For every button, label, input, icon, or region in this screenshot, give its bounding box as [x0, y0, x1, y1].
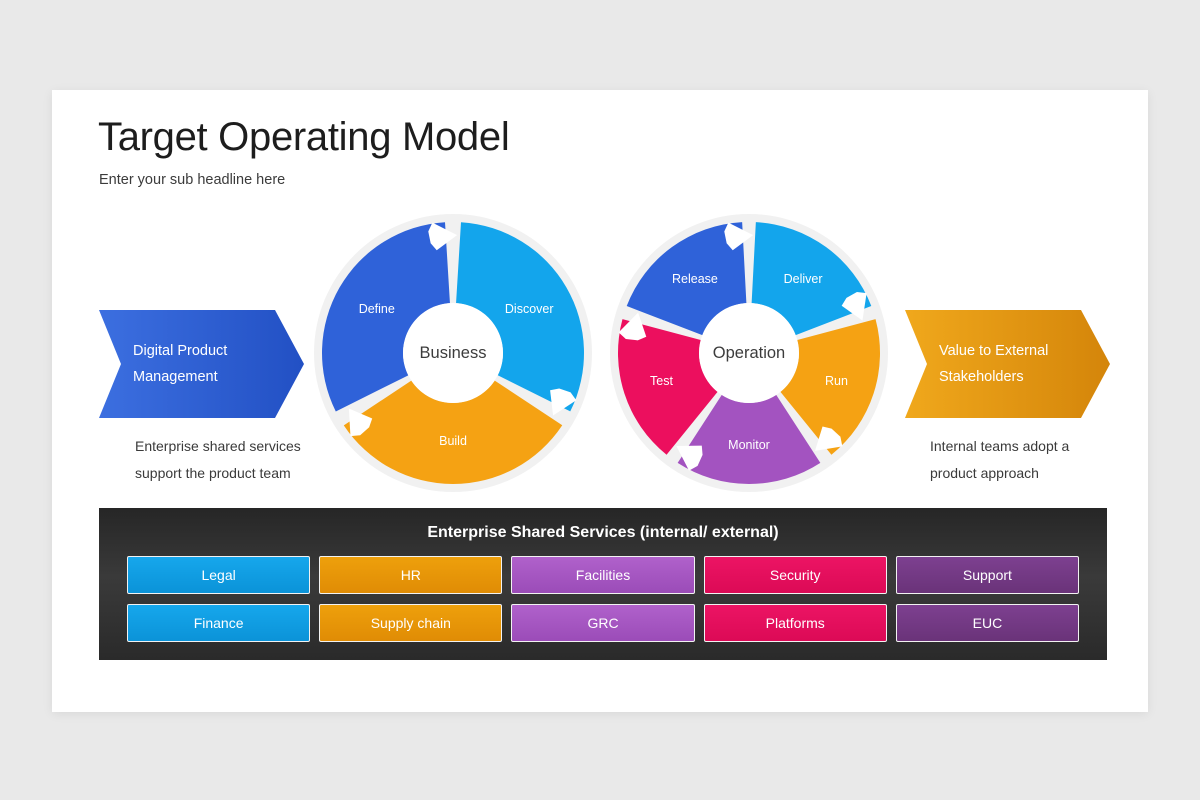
service-chip-euc[interactable]: EUC: [895, 604, 1080, 642]
slice-monitor[interactable]: [677, 394, 821, 484]
cycle-arrow-icon: [348, 408, 373, 437]
slice-run[interactable]: [780, 319, 880, 455]
operation-slices: [618, 222, 880, 484]
service-chip-finance[interactable]: Finance: [127, 604, 311, 642]
cycle-arrow-icon: [841, 291, 867, 321]
service-chip-support[interactable]: Support: [895, 556, 1080, 594]
business-wheel-svg: [314, 214, 592, 492]
slide-card: Target Operating Model Enter your sub he…: [52, 90, 1148, 712]
slice-build[interactable]: [343, 380, 563, 484]
cycle-arrow-icon: [814, 426, 843, 451]
slice-discover[interactable]: [456, 222, 584, 412]
slice-deliver[interactable]: [751, 222, 872, 336]
right-note: Internal teams adopt a product approach: [930, 433, 1145, 487]
cycle-arrow-icon: [676, 445, 703, 471]
right-note-line2: product approach: [930, 465, 1039, 481]
page-subtitle: Enter your sub headline here: [99, 172, 286, 188]
business-arrows: [348, 222, 577, 437]
service-chip-hr[interactable]: HR: [319, 556, 503, 594]
left-note: Enterprise shared services support the p…: [135, 433, 350, 487]
service-chip-security[interactable]: Security: [703, 556, 887, 594]
cycle-arrow-icon: [428, 222, 458, 251]
page-title: Target Operating Model: [98, 115, 510, 159]
left-note-line2: support the product team: [135, 465, 291, 481]
service-chip-platforms[interactable]: Platforms: [703, 604, 887, 642]
service-chip-legal[interactable]: Legal: [127, 556, 311, 594]
slice-release[interactable]: [626, 222, 747, 336]
cycle-arrow-icon: [618, 312, 647, 341]
service-chip-facilities[interactable]: Facilities: [511, 556, 695, 594]
digital-product-management-arrow[interactable]: Digital Product Management: [99, 310, 304, 418]
service-chip-grc[interactable]: GRC: [511, 604, 695, 642]
slice-test[interactable]: [618, 319, 718, 455]
chevron-right-banner-icon: [99, 310, 304, 418]
cycle-arrow-icon: [550, 388, 577, 416]
business-slices: [322, 222, 584, 484]
operation-wheel-svg: [610, 214, 888, 492]
chevron-right-banner-icon: [905, 310, 1110, 418]
cycle-arrow-icon: [724, 222, 754, 251]
enterprise-shared-services-title: Enterprise Shared Services (internal/ ex…: [427, 524, 779, 541]
service-chip-supply-chain[interactable]: Supply chain: [319, 604, 503, 642]
right-note-line1: Internal teams adopt a: [930, 438, 1070, 454]
value-to-external-stakeholders-arrow[interactable]: Value to External Stakeholders: [905, 310, 1110, 418]
slice-define[interactable]: [322, 222, 450, 412]
operation-arrows: [618, 222, 867, 471]
left-note-line1: Enterprise shared services: [135, 438, 301, 454]
enterprise-shared-services-bar: Enterprise Shared Services (internal/ ex…: [99, 508, 1107, 660]
